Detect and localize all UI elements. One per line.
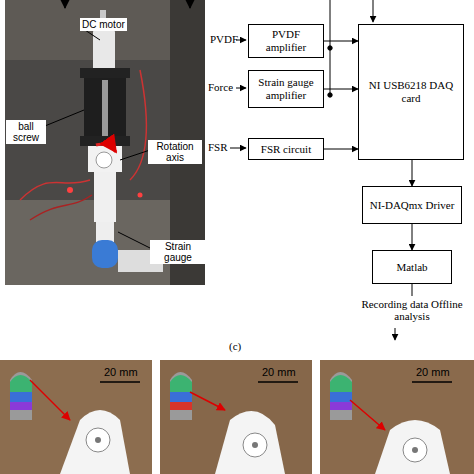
scale-label: 20 mm <box>416 366 450 378</box>
box-text: Strain gauge amplifier <box>251 76 321 102</box>
signal-arrow <box>324 149 358 150</box>
box-content: PVDF amplifier <box>251 28 321 54</box>
part-name: Strain gauge <box>150 240 206 264</box>
box-text: NI USB6218 DAQ card <box>361 79 461 105</box>
scale-label: 20 mm <box>104 366 138 378</box>
box-content: NI-DAQmx Driver <box>370 199 455 212</box>
part-name: ball screw <box>6 120 46 144</box>
signal-name: (c) <box>229 340 241 352</box>
apparatus-photo <box>5 0 205 285</box>
signal-arrow <box>324 89 358 90</box>
part-name: DC motor <box>80 18 127 31</box>
signal-name: Recording data Offline analysis <box>360 298 464 322</box>
box-text: FSR circuit <box>261 143 311 156</box>
signal-arrow <box>324 41 358 42</box>
signal-arrow <box>412 224 413 250</box>
process-box: NI USB6218 DAQ card <box>358 24 464 160</box>
process-box: Strain gauge amplifier <box>248 70 324 108</box>
finger-photos <box>0 360 474 474</box>
box-content: Matlab <box>396 261 427 274</box>
process-box: Matlab <box>372 250 452 284</box>
part-name: Rotation axis <box>148 140 202 164</box>
signal-name: Force <box>208 81 233 93</box>
signal-arrow <box>412 160 413 186</box>
box-text: Matlab <box>396 261 427 274</box>
process-box: FSR circuit <box>248 138 324 160</box>
process-box: PVDF amplifier <box>248 24 324 58</box>
box-text: PVDF amplifier <box>251 28 321 54</box>
signal-name: PVDF <box>210 33 238 45</box>
signal-name: FSR <box>208 141 228 153</box>
box-content: NI USB6218 DAQ card <box>361 79 461 105</box>
box-text: NI-DAQmx Driver <box>370 199 455 212</box>
scale-label: 20 mm <box>262 366 296 378</box>
box-content: FSR circuit <box>261 143 311 156</box>
process-box: NI-DAQmx Driver <box>362 186 462 224</box>
box-content: Strain gauge amplifier <box>251 76 321 102</box>
